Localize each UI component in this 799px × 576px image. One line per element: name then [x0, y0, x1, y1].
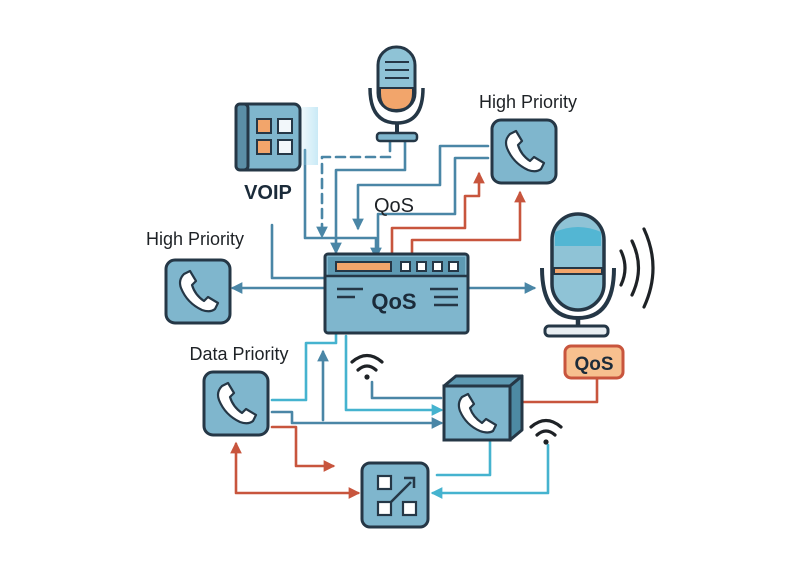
connection-lines [230, 140, 599, 499]
network-switch-icon [360, 461, 430, 529]
link-phone-top-to-router-2 [376, 156, 490, 254]
voip-keypad-icon [234, 102, 302, 172]
phone-icon [164, 258, 232, 325]
link-mic-dashed [316, 140, 392, 239]
link-switch-to-data-phone [230, 441, 361, 499]
link-router-to-cube-2 [370, 380, 443, 400]
link-router-to-phone-left-up [270, 223, 327, 280]
qos-badge: QoS [563, 344, 625, 380]
phone-icon [202, 370, 270, 437]
studio-microphone-icon [540, 212, 616, 338]
phone-icon [442, 374, 524, 442]
link-phone-top-to-router [352, 144, 490, 231]
sound-waves-icon [619, 227, 655, 309]
qos-router: QoS [323, 252, 470, 335]
link-router-to-phone-top-2 [410, 190, 526, 254]
link-router-to-cube-1 [344, 334, 444, 416]
link-router-to-data-phone [270, 331, 338, 402]
wifi-icon [350, 353, 384, 380]
studio-microphone-icon [368, 45, 425, 143]
link-wifi-to-switch [430, 443, 550, 499]
data-priority-label: Data Priority [189, 344, 288, 364]
wifi-icon [529, 418, 563, 445]
high-priority-left-label: High Priority [146, 229, 244, 249]
link-data-phone-to-switch [270, 425, 336, 472]
qos-router-label: QoS [371, 289, 416, 314]
link-mic-solid [330, 140, 407, 255]
router-icon [323, 252, 470, 335]
link-data-phone-to-cube [270, 410, 444, 429]
voip-label: VOIP [244, 182, 292, 204]
link-voip-to-router [303, 148, 382, 260]
phone-icon [490, 118, 558, 185]
link-router-to-phone-top-1 [390, 171, 485, 254]
qos-badge-label: QoS [574, 354, 613, 375]
high-priority-top-label: High Priority [479, 92, 577, 112]
voip-keypad: VOIP [234, 102, 318, 204]
link-cube-to-switch [435, 438, 492, 477]
qos-mid-label: QoS [374, 195, 414, 217]
link-cube-to-qos-badge [520, 377, 599, 404]
